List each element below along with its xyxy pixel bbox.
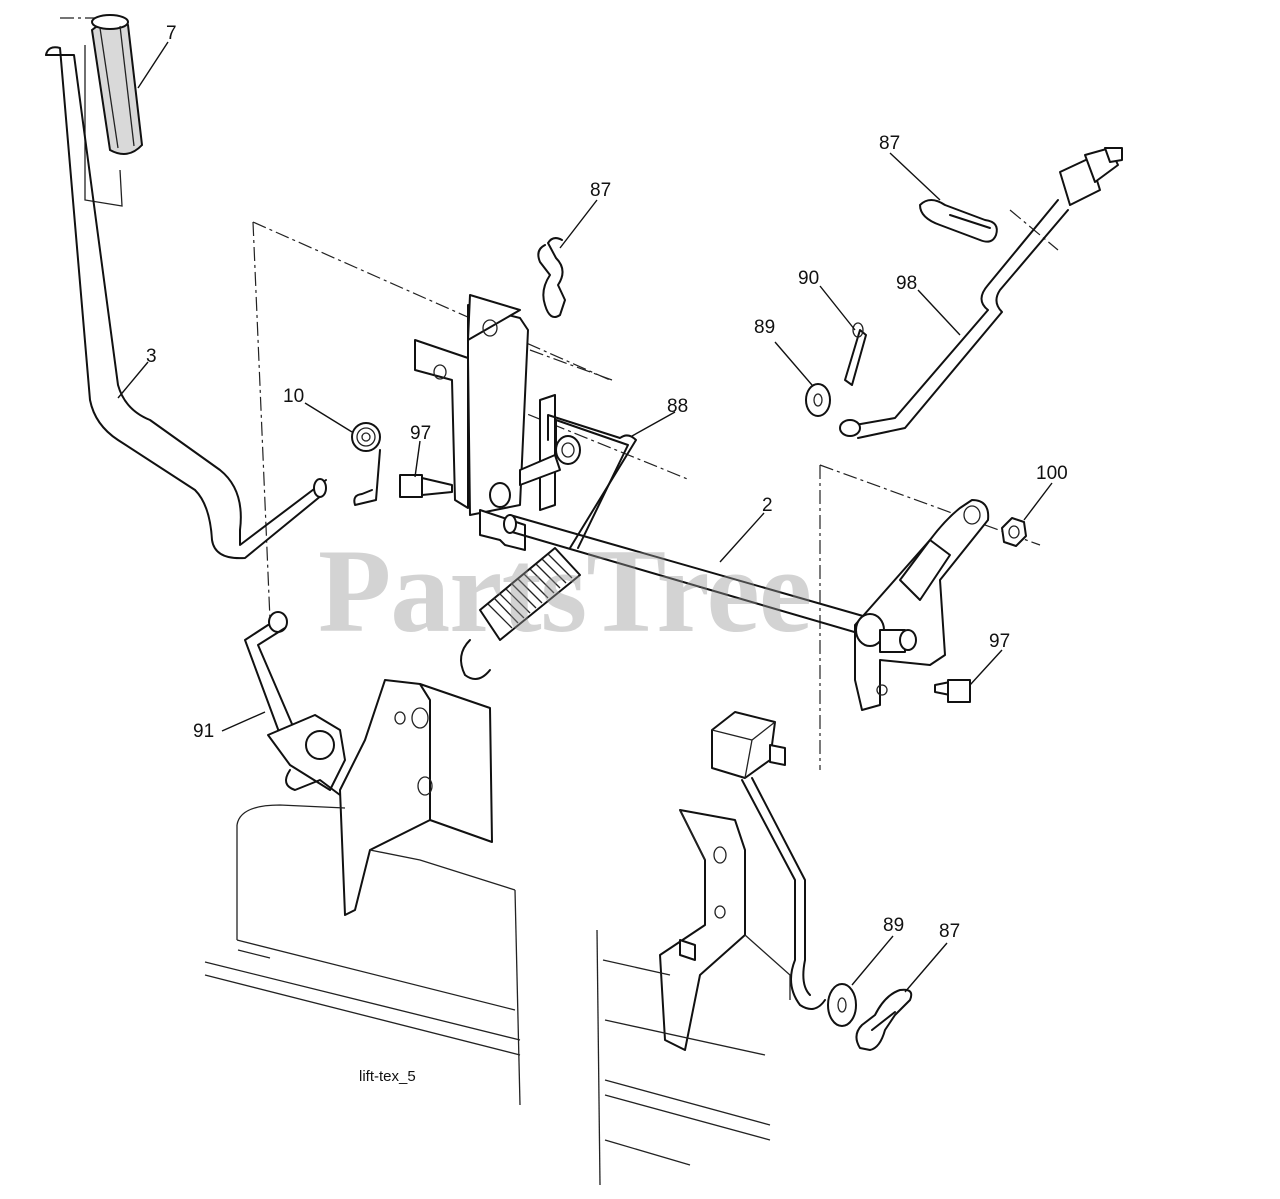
deck-outline-left <box>204 804 521 1106</box>
torsion-spring-part <box>351 422 381 506</box>
hair-pin-clip-right-part <box>919 199 998 243</box>
callout-97: 97 <box>410 423 432 444</box>
callout-88: 88 <box>667 396 689 417</box>
hair-pin-clip-upper-part <box>537 237 566 318</box>
lift-arm-right-part <box>854 499 990 711</box>
lift-bracket-part <box>414 294 581 551</box>
bolt-upper-part <box>399 474 453 498</box>
washer-lower-part <box>827 983 857 1027</box>
handle-grip-part <box>90 14 144 155</box>
deck-bracket-left-part <box>339 679 493 916</box>
adjustment-rod-part <box>839 147 1123 439</box>
callout-97: 97 <box>989 631 1011 652</box>
deck-outline-right <box>596 929 791 1186</box>
callout-89: 89 <box>754 317 776 338</box>
nut-part <box>1001 517 1027 547</box>
hair-pin-clip-lower-part <box>855 988 913 1051</box>
callout-91: 91 <box>193 721 215 742</box>
adjustment-link-right-part <box>711 711 826 1010</box>
deck-bracket-right-part <box>659 809 746 1051</box>
callout-leaders <box>117 41 1053 993</box>
callout-89: 89 <box>883 915 905 936</box>
callout-98: 98 <box>896 273 918 294</box>
callout-2: 2 <box>762 495 773 516</box>
washer-upper-part <box>805 383 831 417</box>
callout-7: 7 <box>166 23 177 44</box>
callout-87: 87 <box>879 133 901 154</box>
diagram-caption: lift-tex_5 <box>359 1068 416 1085</box>
callout-87: 87 <box>939 921 961 942</box>
lift-lever-part <box>45 46 327 560</box>
cotter-pin-part <box>844 322 867 386</box>
link-rod-part <box>547 414 637 549</box>
tension-spring-part <box>460 547 581 680</box>
callout-90: 90 <box>798 268 820 289</box>
callout-10: 10 <box>283 386 305 407</box>
callout-100: 100 <box>1036 463 1068 484</box>
bolt-lower-part <box>934 679 971 703</box>
handle-outline <box>84 45 123 207</box>
lift-shaft-part <box>503 514 871 637</box>
callout-3: 3 <box>146 346 157 367</box>
callout-87: 87 <box>590 180 612 201</box>
